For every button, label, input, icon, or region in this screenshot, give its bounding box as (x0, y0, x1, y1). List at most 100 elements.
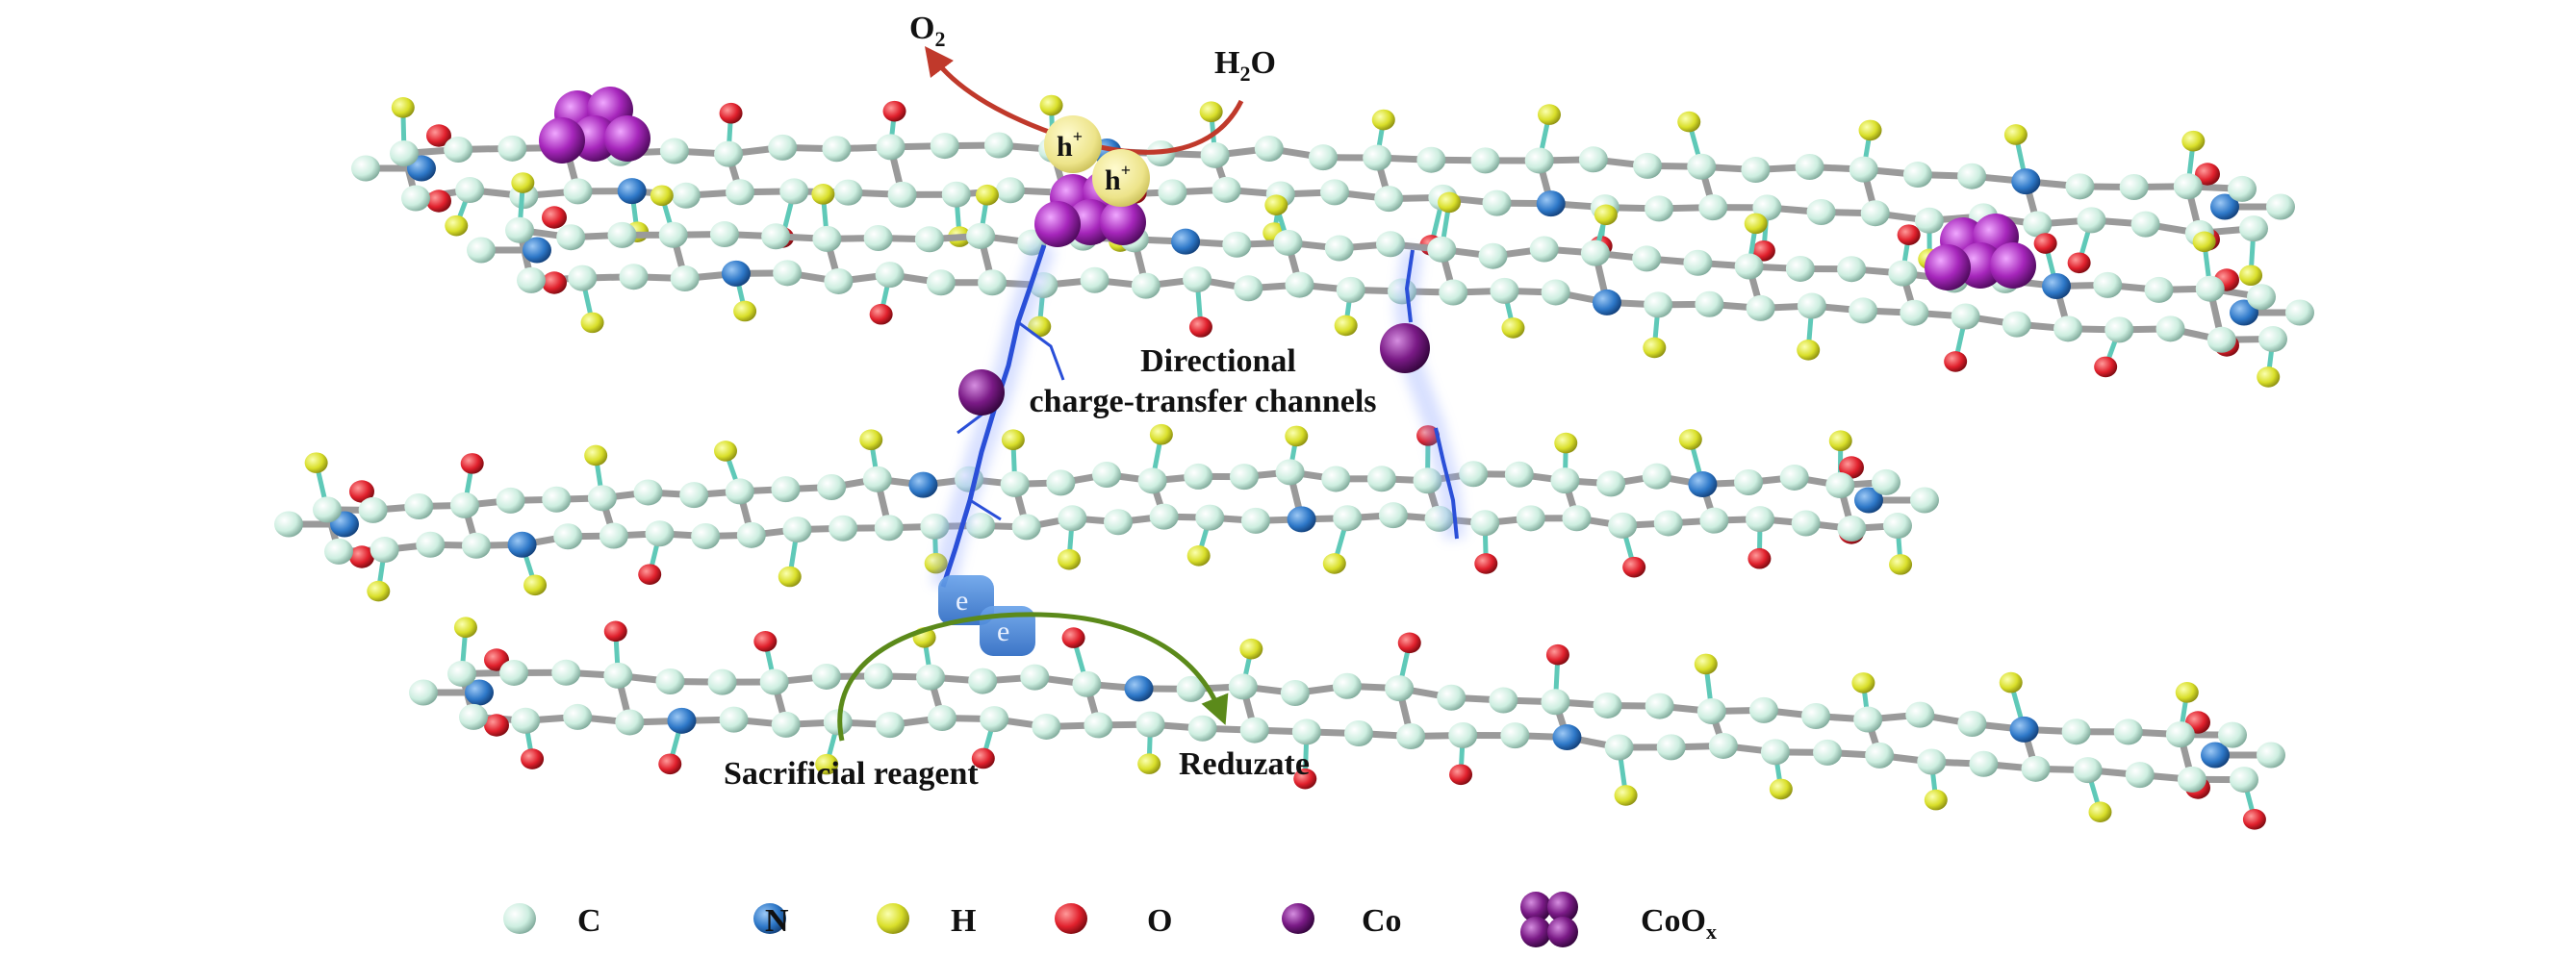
carbon-atom (2104, 316, 2134, 343)
carbon-atom (1184, 463, 1213, 490)
hydrogen-atom (1797, 340, 1821, 361)
carbon-atom (833, 179, 863, 206)
carbon-atom (1092, 462, 1121, 489)
carbon-atom (1470, 147, 1500, 174)
legend-label: CoOx (1641, 903, 1717, 944)
carbon-atom (759, 668, 789, 695)
carbon-atom (995, 177, 1025, 204)
oxygen-atom (1897, 224, 1921, 245)
carbon-atom (1240, 507, 1270, 534)
oxygen-atom (1188, 316, 1212, 338)
carbon-atom (1363, 144, 1392, 171)
carbon-atom (401, 185, 430, 212)
carbon-atom (725, 478, 754, 505)
carbon-atom (761, 223, 791, 250)
carbon-atom (351, 155, 380, 182)
carbon-atom (978, 269, 1007, 296)
coox-sphere (572, 115, 618, 162)
carbon-atom (1482, 189, 1512, 216)
hydrogen-atom (2003, 124, 2028, 145)
carbon-atom (1376, 231, 1405, 258)
hydrogen-atom (2088, 801, 2112, 822)
carbon-atom (1849, 156, 1878, 183)
carbon-atom (1336, 276, 1365, 303)
o2-label: O2 (909, 11, 945, 51)
carbon-atom (1222, 231, 1252, 258)
carbon-atom (390, 139, 419, 166)
carbon-atom (1596, 470, 1626, 497)
hydrogen-atom (1028, 315, 1052, 338)
carbon-atom (1734, 468, 1764, 495)
carbon-atom (1200, 141, 1230, 168)
carbon-atom (1708, 732, 1738, 759)
carbon-atom (1333, 672, 1362, 699)
carbon-atom (2173, 173, 2203, 200)
carbon-atom (551, 659, 581, 686)
carbon-atom (1734, 253, 1764, 280)
carbon-atom (1500, 722, 1530, 749)
oxygen-atom (2067, 252, 2091, 274)
legend-label: C (577, 903, 601, 939)
hydrogen-atom (1334, 315, 1358, 337)
carbon-atom (1275, 459, 1305, 486)
carbon-atom (1645, 693, 1674, 719)
carbon-atom (1656, 734, 1686, 761)
coox-sphere (1925, 244, 1971, 290)
carbon-atom (1135, 711, 1165, 738)
electron-1: e (938, 575, 994, 625)
oxygen-atom (603, 620, 627, 643)
hydrogen-atom (1744, 213, 1768, 235)
carbon-atom (603, 662, 633, 689)
legend-item-coo: CoOx (1520, 892, 1717, 947)
nitrogen-atom (667, 707, 697, 734)
hydrogen-atom (453, 617, 477, 639)
nitrogen-atom (1552, 724, 1582, 751)
carbon-atom (824, 267, 854, 294)
carbon-atom (1427, 236, 1457, 263)
carbon-atom (1321, 466, 1351, 492)
carbon-atom (916, 664, 946, 691)
hydrogen-atom (2175, 682, 2199, 703)
oxygen-atom (1397, 632, 1421, 654)
carbon-atom (1366, 466, 1396, 492)
carbon-atom (2023, 211, 2053, 238)
carbon-atom (2053, 315, 2083, 342)
legend-swatch (1055, 903, 1087, 934)
carbon-atom (1254, 136, 1284, 163)
hydrogen-atom (1694, 653, 1718, 675)
hydrogen-atom (1239, 638, 1263, 660)
nitrogen-atom (465, 679, 494, 706)
carbon-atom (1324, 235, 1354, 262)
oxygen-atom (349, 545, 374, 568)
carbon-atom (2130, 211, 2160, 238)
carbon-atom (875, 712, 905, 739)
oxygen-atom (753, 631, 778, 652)
carbon-atom (966, 512, 996, 539)
carbon-atom (511, 707, 541, 734)
hydrogen-atom (2239, 265, 2263, 287)
coox-cluster-top-right (1925, 214, 2036, 290)
carbon-atom (768, 134, 798, 161)
carbon-atom (444, 136, 473, 163)
hydrogen-atom (859, 429, 883, 451)
carbon-atom (817, 473, 847, 500)
carbon-atom (1516, 505, 1545, 532)
carbon-atom (1550, 467, 1580, 494)
carbon-atom (587, 485, 617, 512)
hydrogen-atom (1924, 789, 1948, 811)
carbon-atom (1785, 255, 1815, 282)
carbon-atom (1524, 147, 1554, 174)
carbon-atom (1448, 721, 1478, 748)
carbon-atom (1195, 504, 1225, 531)
nitrogen-atom (1124, 675, 1154, 702)
carbon-atom (2077, 207, 2106, 234)
nitrogen-atom (1536, 190, 1566, 217)
cobalt-atom (1380, 323, 1430, 373)
carbon-atom (416, 531, 446, 558)
carbon-atom (1211, 176, 1241, 203)
carbon-atom (1905, 701, 1935, 728)
carbon-atom (324, 538, 353, 565)
hydrogen-atom (1438, 191, 1462, 214)
carbon-atom (1837, 256, 1867, 283)
carbon-atom (1683, 249, 1713, 276)
